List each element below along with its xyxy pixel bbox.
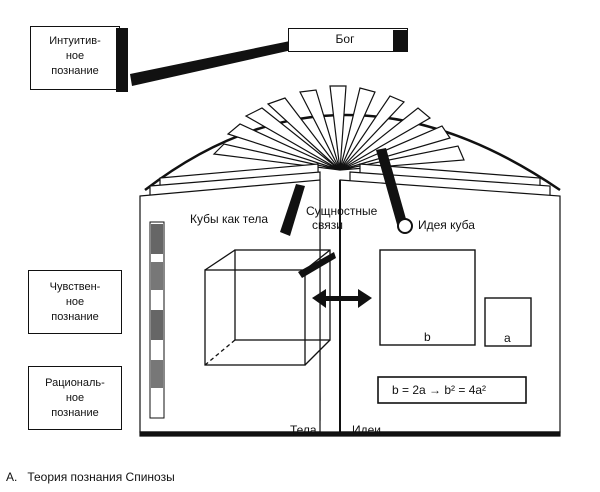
- ideas-label: Идеи: [352, 423, 382, 437]
- square-a: [484, 297, 532, 347]
- essential-links-label-1: Сущностные: [306, 204, 378, 218]
- idea-of-cube-label: Идея куба: [418, 218, 475, 232]
- caption-text: Теория познания Спинозы: [27, 470, 175, 484]
- square-b-label: b: [424, 330, 431, 344]
- links-arrow: [298, 252, 336, 278]
- square-b: [379, 249, 476, 346]
- sensory-box: [28, 270, 122, 334]
- figure-caption: А. Теория познания Спинозы: [6, 470, 185, 484]
- ray-to-bodies-arrow: [280, 184, 305, 236]
- sensory-label-2: ное: [65, 296, 85, 308]
- ray-fan: [144, 85, 561, 192]
- double-arrow: [312, 289, 372, 308]
- caption-letter: А.: [6, 470, 18, 484]
- god-box: [288, 28, 408, 52]
- bodies-label: Тела: [290, 423, 317, 437]
- cubes-as-bodies-label: Кубы как тела: [190, 212, 269, 226]
- essential-links-label-2: связи: [312, 218, 343, 232]
- god-label: Бог: [335, 32, 355, 46]
- intuitive-label-2: ное: [65, 50, 85, 62]
- rational-label-3: познание: [51, 407, 99, 419]
- intuitive-box: [30, 26, 120, 90]
- intuitive-label-3: познание: [51, 65, 99, 77]
- formula-box: [377, 376, 527, 404]
- god-box-shadow: [393, 30, 407, 52]
- intuitive-box-shadow: [116, 28, 128, 92]
- rational-label-2: ное: [65, 392, 85, 404]
- pencil-tip: [397, 218, 413, 234]
- square-a-label: a: [504, 331, 511, 345]
- sensory-label-3: познание: [51, 311, 99, 323]
- intuition-to-god-arrow: [130, 41, 292, 86]
- intuitive-label-1: Интуитив-: [49, 35, 101, 47]
- rational-label-1: Рациональ-: [45, 377, 105, 389]
- sensory-label-1: Чувствен-: [49, 281, 101, 293]
- formula-text: b = 2a → b² = 4a²: [392, 383, 487, 397]
- rational-box: [28, 366, 122, 430]
- striped-strip: [149, 221, 165, 419]
- ray-to-ideas-arrow: [376, 148, 408, 228]
